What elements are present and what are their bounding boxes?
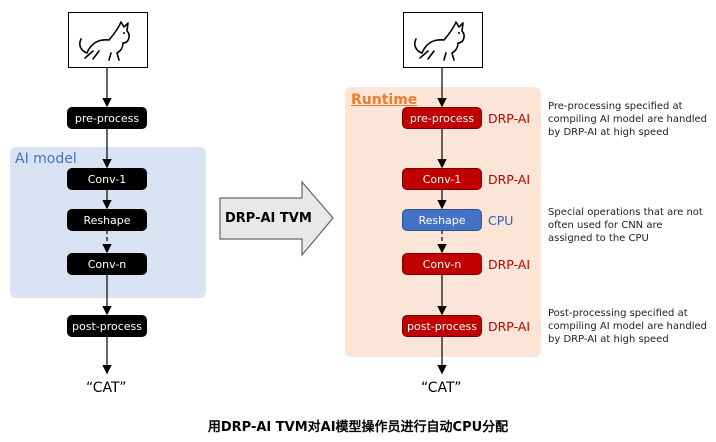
left-node-reshape: Reshape xyxy=(67,209,147,231)
left-output: “CAT” xyxy=(86,380,127,396)
left-node-conv-1: Conv-1 xyxy=(67,168,147,190)
runtime-label: Runtime xyxy=(351,92,418,108)
right-node-post-process: post-process xyxy=(402,315,482,337)
right-output: “CAT” xyxy=(421,380,462,396)
cat-icon xyxy=(79,21,130,61)
left-node-conv-n: Conv-n xyxy=(67,253,147,275)
note-post-processing: Post-processing specified at compiling A… xyxy=(548,308,707,345)
right-node-pre-process: pre-process xyxy=(402,107,482,129)
tvm-arrow-label: DRP-AI TVM xyxy=(225,211,312,226)
ai-model-label: AI model xyxy=(15,151,77,167)
cat-icon xyxy=(414,21,465,61)
note-pre-processing: Pre-processing specified at compiling AI… xyxy=(548,101,707,138)
right-unit-conv-n: DRP-AI xyxy=(488,257,531,272)
figure-caption: 用DRP-AI TVM对AI模型操作员进行自动CPU分配 xyxy=(207,420,509,435)
input-cat-image-left xyxy=(68,12,148,68)
right-unit-pre-process: DRP-AI xyxy=(488,111,531,126)
left-node-pre-process: pre-process xyxy=(67,107,147,129)
input-cat-image-right xyxy=(403,12,483,68)
right-node-reshape: Reshape xyxy=(402,209,482,231)
tvm-arrow-shape xyxy=(219,180,334,257)
right-unit-post-process: DRP-AI xyxy=(488,319,531,334)
right-unit-conv-1: DRP-AI xyxy=(488,172,531,187)
right-unit-reshape: CPU xyxy=(488,213,514,228)
note-special-operations: Special operations that are not often us… xyxy=(548,207,703,244)
right-node-conv-1: Conv-1 xyxy=(402,168,482,190)
right-node-conv-n: Conv-n xyxy=(402,253,482,275)
left-node-post-process: post-process xyxy=(67,315,147,337)
